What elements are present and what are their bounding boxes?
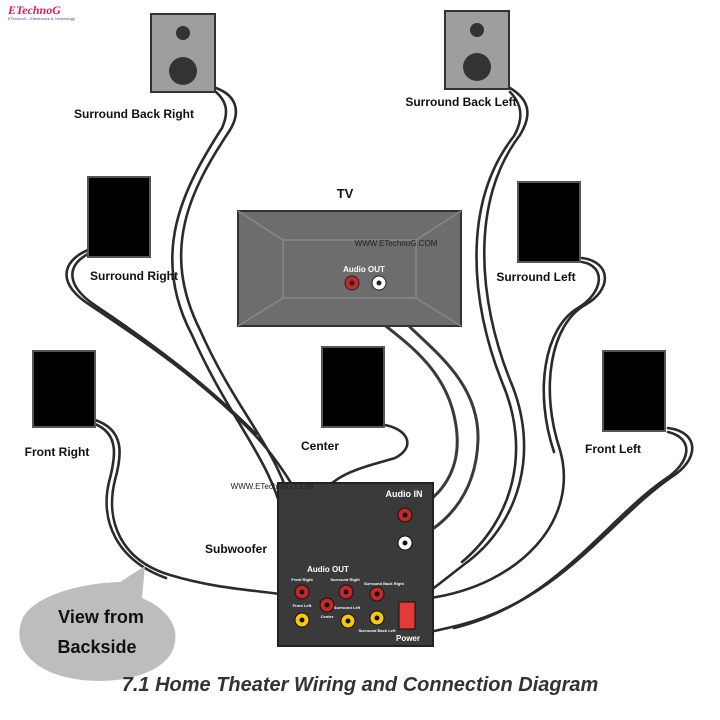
cable-surround-back-right-2 (170, 90, 288, 530)
jack-surround-left (340, 613, 356, 629)
label-surround-back-right: Surround Back Right (74, 107, 194, 121)
cable-surround-right-2 (71, 252, 258, 436)
label-center: Center (301, 439, 339, 453)
jack-label-surround-right: Surround Right (330, 577, 360, 582)
speaker-front-left (602, 350, 666, 432)
jack-surround-back-right (369, 586, 385, 602)
cable-surround-left-2 (542, 260, 601, 454)
receiver-watermark: WWW.ETechnoG.COM (231, 482, 314, 491)
jack-center (319, 597, 335, 613)
jack-label-surround-back-left: Surround Back Left (358, 628, 396, 633)
label-surround-right: Surround Right (90, 269, 178, 283)
cable-surround-back-left-2 (460, 90, 522, 564)
tv-watermark: WWW.ETechnoG.COM (355, 239, 438, 248)
speaker-surround-back-right (150, 13, 216, 93)
jack-front-right (294, 584, 310, 600)
jack-label-center: Center (321, 614, 334, 619)
brand-tagline: ETechnoG - Electronics & Technology (8, 16, 75, 21)
tv-title: TV (337, 186, 354, 201)
jack-label-front-right: Front Right (291, 577, 313, 582)
tv-panel (237, 210, 462, 327)
jack-label-surround-back-right: Surround Back Right (364, 581, 405, 586)
jack-surround-right (338, 584, 354, 600)
jack-label-surround-left: Surround Left (334, 605, 361, 610)
woofer (169, 57, 197, 85)
power-label: Power (396, 634, 420, 643)
label-subwoofer: Subwoofer (205, 542, 267, 556)
speaker-surround-left (517, 181, 581, 263)
diagram-caption: 7.1 Home Theater Wiring and Connection D… (121, 674, 599, 696)
cable-front-left-2 (452, 430, 688, 630)
jack-surround-back-left (369, 610, 385, 626)
callout-line-1: View from (58, 607, 144, 627)
callout-line-2: Backside (57, 637, 136, 657)
speaker-center (321, 346, 385, 428)
brand-logo: ETechnoG (8, 3, 61, 17)
label-surround-back-left: Surround Back Left (405, 95, 516, 109)
tv-jack-white (371, 275, 387, 291)
label-surround-left: Surround Left (496, 270, 575, 284)
speaker-surround-right (87, 176, 151, 258)
power-switch (398, 601, 416, 630)
woofer (463, 53, 491, 81)
cable-front-right-2 (93, 422, 168, 580)
callout-bubble (19, 566, 176, 681)
cable-front-right (93, 418, 302, 599)
jack-label-front-left: Front Left (293, 603, 312, 608)
speaker-front-right (32, 350, 96, 428)
tweeter (470, 23, 484, 37)
label-front-left: Front Left (585, 442, 641, 456)
label-front-right: Front Right (25, 445, 90, 459)
tweeter (176, 26, 190, 40)
cable-surround-back-left (373, 86, 529, 614)
jack-front-left (294, 612, 310, 628)
receiver-audio-in-label: Audio IN (386, 489, 423, 499)
tv-jack-red (344, 275, 360, 291)
speaker-surround-back-left (444, 10, 510, 90)
tv-audio-out-label: Audio OUT (343, 265, 385, 274)
receiver-audio-in-white (397, 535, 413, 551)
receiver-audio-in-red (397, 507, 413, 523)
receiver-audio-out-label: Audio OUT (307, 565, 349, 574)
